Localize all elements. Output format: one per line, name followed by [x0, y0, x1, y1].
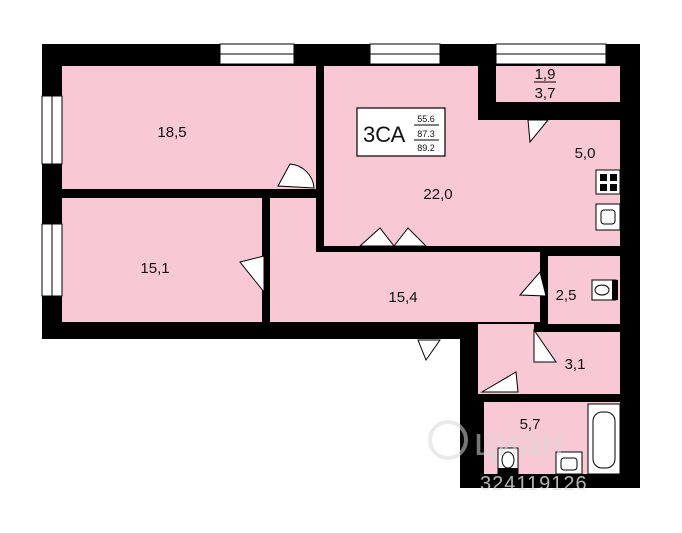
- room-hallway: [270, 198, 540, 322]
- label-storage: 3,1: [565, 356, 586, 373]
- label-bathroom: 5,7: [520, 416, 541, 433]
- kitchen-sink-icon: [595, 203, 621, 231]
- apartment-type: 3СА: [363, 122, 406, 147]
- wall-notch: [478, 66, 496, 120]
- room-storage: [534, 332, 620, 394]
- area-living: 55.6: [417, 114, 435, 124]
- label-bedroom-bottom-left: 15,1: [140, 260, 169, 277]
- bathroom-sink-icon: [555, 451, 583, 475]
- watermark-brand: циан: [474, 420, 564, 464]
- label-toilet: 2,5: [556, 287, 577, 304]
- toilet-icon: [591, 279, 618, 301]
- bathtub-icon: [587, 403, 621, 475]
- label-hallway: 15,4: [388, 289, 417, 306]
- label-loggia-1: 1,9: [535, 66, 556, 83]
- area-gross: 89.2: [417, 143, 435, 153]
- apartment-type-badge: 3СА 55.6 87.3 89.2: [356, 107, 446, 157]
- label-living-room: 22,0: [423, 186, 452, 203]
- area-total: 87.3: [417, 129, 435, 139]
- windows: [41, 43, 607, 297]
- room-loggia-small: [496, 66, 620, 102]
- brand-logo-icon: [428, 420, 468, 460]
- bathroom-toilet-icon: [497, 447, 519, 475]
- label-loggia-2: 3,7: [535, 85, 556, 102]
- label-bedroom-top-left: 18,5: [157, 124, 186, 141]
- label-kitchen: 5,0: [575, 145, 596, 162]
- door-swings: [239, 119, 557, 393]
- room-bedroom-top-left: [62, 66, 316, 189]
- watermark-listing-id: 324119126: [480, 473, 588, 495]
- room-labels: 18,5 15,1 22,0 5,0 15,4 1,9 3,7 2,5 3,1 …: [140, 66, 595, 433]
- stove-icon: [595, 169, 621, 195]
- watermark: циан 324119126: [428, 420, 588, 495]
- room-bedroom-bottom-left: [62, 198, 262, 322]
